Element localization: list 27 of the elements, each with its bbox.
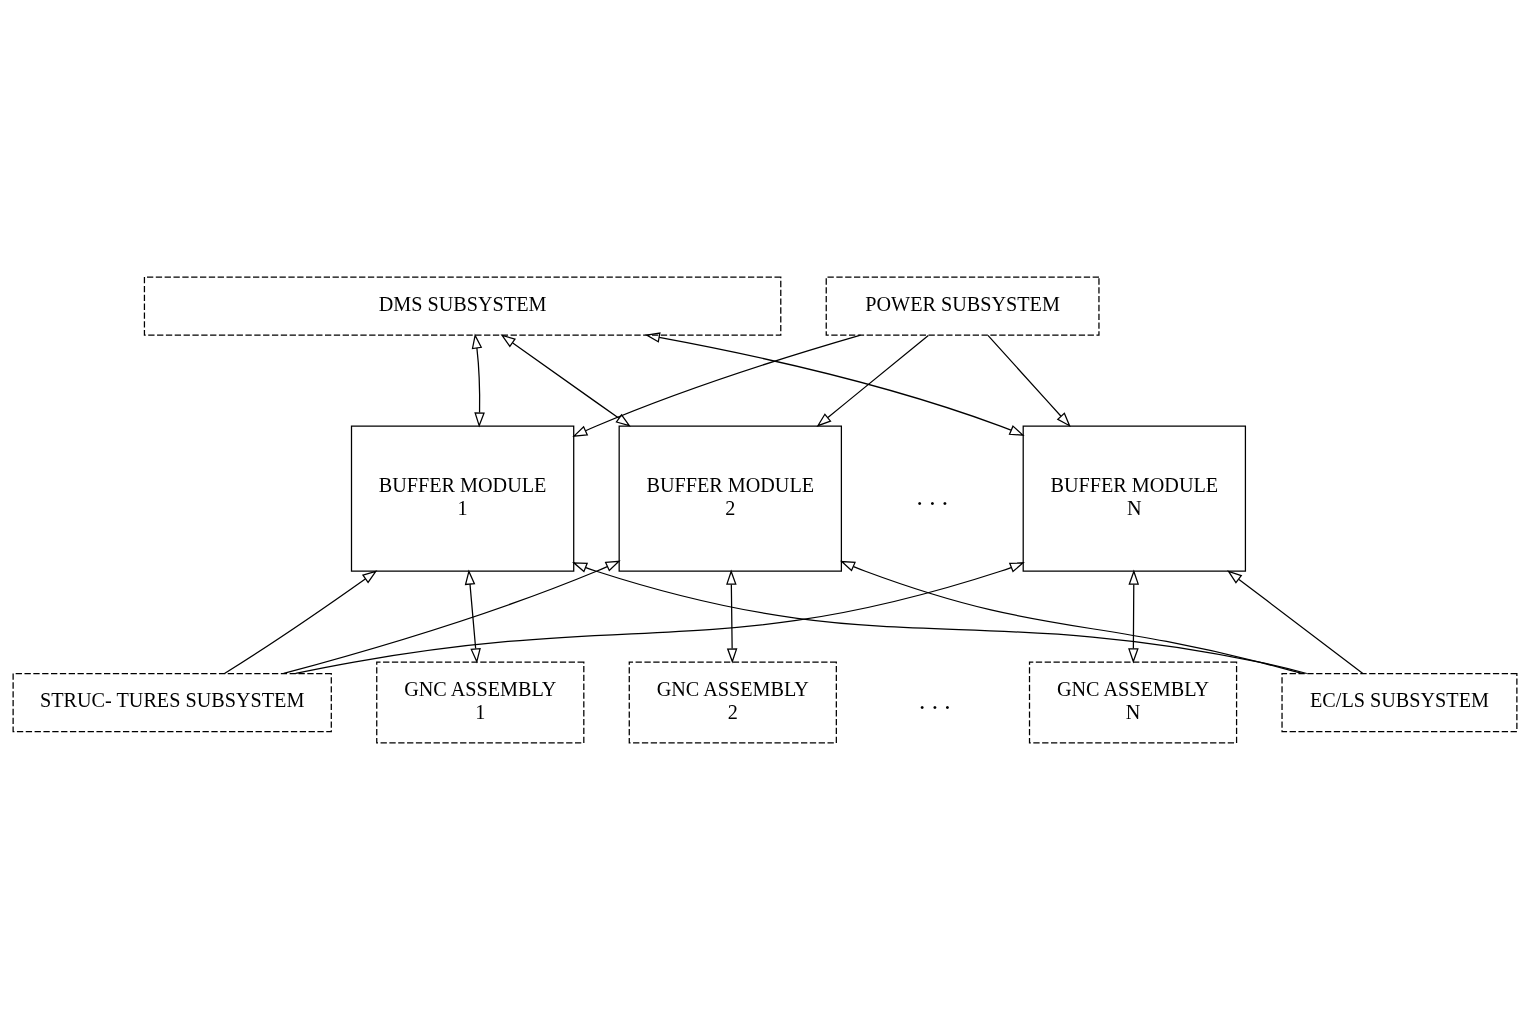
arrow	[471, 333, 485, 428]
label: . . .	[916, 481, 949, 510]
node-box: GNC ASSEMBLY 2	[628, 661, 837, 744]
node-box: BUFFER MODULE N	[1022, 424, 1247, 572]
arrow	[223, 569, 378, 674]
node-box: DMS SUBSYSTEM	[143, 275, 782, 336]
arrow	[295, 561, 1025, 674]
node-box: STRUC- TURES SUBSYSTEM	[12, 672, 332, 732]
arrow	[464, 569, 481, 663]
arrow	[644, 331, 1025, 436]
arrow	[816, 334, 929, 427]
arrow	[1128, 569, 1140, 663]
arrow	[726, 569, 738, 663]
arrow	[572, 561, 1308, 674]
arrow	[987, 334, 1071, 427]
arrow	[283, 559, 621, 674]
node-box: GNC ASSEMBLY N	[1028, 661, 1238, 744]
arrow	[1227, 569, 1364, 674]
node-box: POWER SUBSYSTEM	[825, 275, 1100, 336]
label: . . .	[919, 685, 951, 714]
arrow	[839, 560, 1303, 674]
arrow	[500, 333, 631, 427]
node-box: BUFFER MODULE 2	[618, 424, 842, 572]
node-box: GNC ASSEMBLY 1	[376, 661, 585, 744]
node-box: BUFFER MODULE 1	[350, 424, 575, 572]
arrow	[572, 334, 862, 437]
node-box: EC/LS SUBSYSTEM	[1281, 672, 1518, 732]
